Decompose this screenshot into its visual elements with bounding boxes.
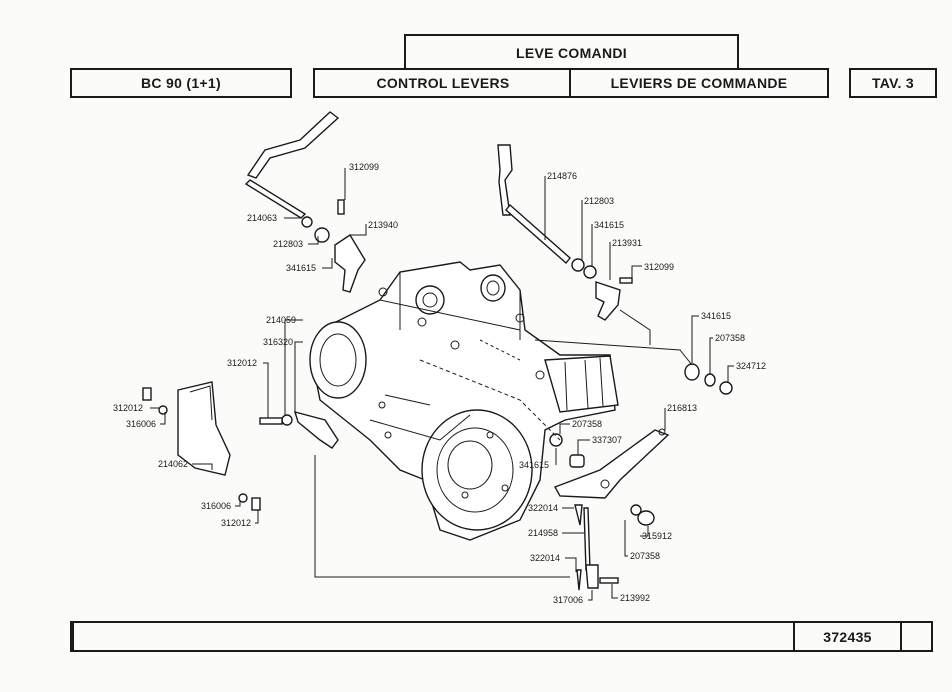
- part-label-315912: 315912: [642, 531, 672, 541]
- part-label-316006-a: 316006: [126, 419, 156, 429]
- title-english-cell: CONTROL LEVERS: [313, 68, 571, 98]
- part-label-214063: 214063: [247, 213, 277, 223]
- lever-upper-left: [244, 111, 366, 293]
- part-label-207358-c: 207358: [630, 551, 660, 561]
- table-number-cell: TAV. 3: [849, 68, 937, 98]
- part-label-322014-b: 322014: [530, 553, 560, 563]
- lever-lower-right: [549, 428, 670, 591]
- leader-lines: [150, 168, 734, 601]
- part-label-214059: 214059: [266, 315, 296, 325]
- footer-code-text: 372435: [823, 628, 872, 645]
- assembly-line-bottom: [314, 455, 570, 578]
- title-french-cell: LEVIERS DE COMMANDE: [569, 68, 829, 98]
- part-label-312099-a: 312099: [349, 162, 379, 172]
- part-label-212803-b: 212803: [584, 196, 614, 206]
- part-label-212803-a: 212803: [273, 239, 303, 249]
- lever-upper-right: [497, 144, 633, 321]
- part-label-312012-b: 312012: [113, 403, 143, 413]
- part-label-214876: 214876: [547, 171, 577, 181]
- part-label-341615-b: 341615: [594, 220, 624, 230]
- part-label-341615-d: 341615: [519, 460, 549, 470]
- linkage-left: [259, 411, 339, 449]
- internal-link-dashed-2: [479, 339, 521, 361]
- part-label-312012-a: 312012: [227, 358, 257, 368]
- footer-code-cell: 372435: [793, 621, 902, 652]
- footer-bar: [70, 621, 793, 652]
- title-english-text: CONTROL LEVERS: [376, 75, 510, 91]
- cover-plate-left: [142, 381, 261, 511]
- part-label-213931: 213931: [612, 238, 642, 248]
- part-label-214062: 214062: [158, 459, 188, 469]
- part-label-322014-a: 322014: [528, 503, 558, 513]
- internal-link-dashed: [419, 359, 561, 441]
- part-label-213992: 213992: [620, 593, 650, 603]
- group-title-text: LEVE COMANDI: [516, 44, 627, 61]
- part-label-317006: 317006: [553, 595, 583, 605]
- gearbox-housing: [309, 261, 619, 541]
- model-text: BC 90 (1+1): [141, 75, 221, 91]
- part-label-324712: 324712: [736, 361, 766, 371]
- assembly-line-right: [534, 339, 693, 366]
- part-label-214958: 214958: [528, 528, 558, 538]
- part-label-216813: 216813: [667, 403, 697, 413]
- part-labels: 312099 214063 213940 212803 341615 21487…: [113, 162, 766, 605]
- title-french-text: LEVIERS DE COMMANDE: [610, 75, 788, 91]
- part-label-312012-c: 312012: [221, 518, 251, 528]
- part-label-337307: 337307: [592, 435, 622, 445]
- part-label-316320: 316320: [263, 337, 293, 347]
- table-number-text: TAV. 3: [871, 75, 914, 91]
- part-label-341615-c: 341615: [701, 311, 731, 321]
- part-label-312099-b: 312099: [644, 262, 674, 272]
- part-label-213940: 213940: [368, 220, 398, 230]
- group-title: LEVE COMANDI: [404, 34, 739, 69]
- part-label-316006-b: 316006: [201, 501, 231, 511]
- footer-blank-cell: [900, 621, 933, 652]
- part-label-207358-b: 207358: [572, 419, 602, 429]
- washers-right: [684, 363, 733, 395]
- model-cell: BC 90 (1+1): [70, 68, 292, 98]
- assembly-line-upper-right: [619, 309, 651, 345]
- part-label-341615-a: 341615: [286, 263, 316, 273]
- part-label-207358-a: 207358: [715, 333, 745, 343]
